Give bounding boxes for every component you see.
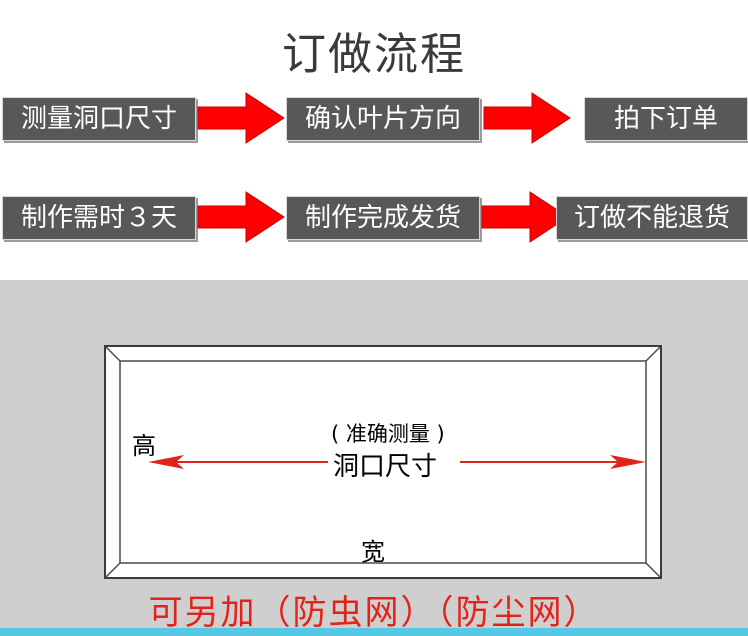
red-right-arrow-icon bbox=[197, 92, 285, 144]
page-title: 订做流程 bbox=[282, 29, 466, 80]
step-measure-opening: 测量洞口尺寸 bbox=[2, 97, 196, 141]
red-right-arrow-icon bbox=[483, 92, 571, 144]
step-custom-no-return: 订做不能退货 bbox=[556, 196, 748, 240]
step-confirm-blade-direction: 确认叶片方向 bbox=[286, 97, 480, 141]
accurate-measure-note: ( 准确测量 ) bbox=[331, 422, 445, 446]
step-place-order: 拍下订单 bbox=[584, 97, 748, 141]
height-label: 高 bbox=[132, 432, 156, 460]
step-ship-after-production: 制作完成发货 bbox=[286, 196, 480, 240]
red-right-arrow-icon bbox=[481, 191, 569, 243]
opening-dimension-label: 洞口尺寸 bbox=[333, 452, 438, 482]
optional-screens-note: 可另加（防虫网）（防尘网） bbox=[148, 593, 600, 633]
bottom-divider bbox=[0, 628, 748, 636]
width-label: 宽 bbox=[361, 538, 385, 566]
step-production-3-days: 制作需时３天 bbox=[2, 196, 196, 240]
red-right-arrow-icon bbox=[197, 191, 285, 243]
dimension-arrow bbox=[148, 455, 646, 469]
